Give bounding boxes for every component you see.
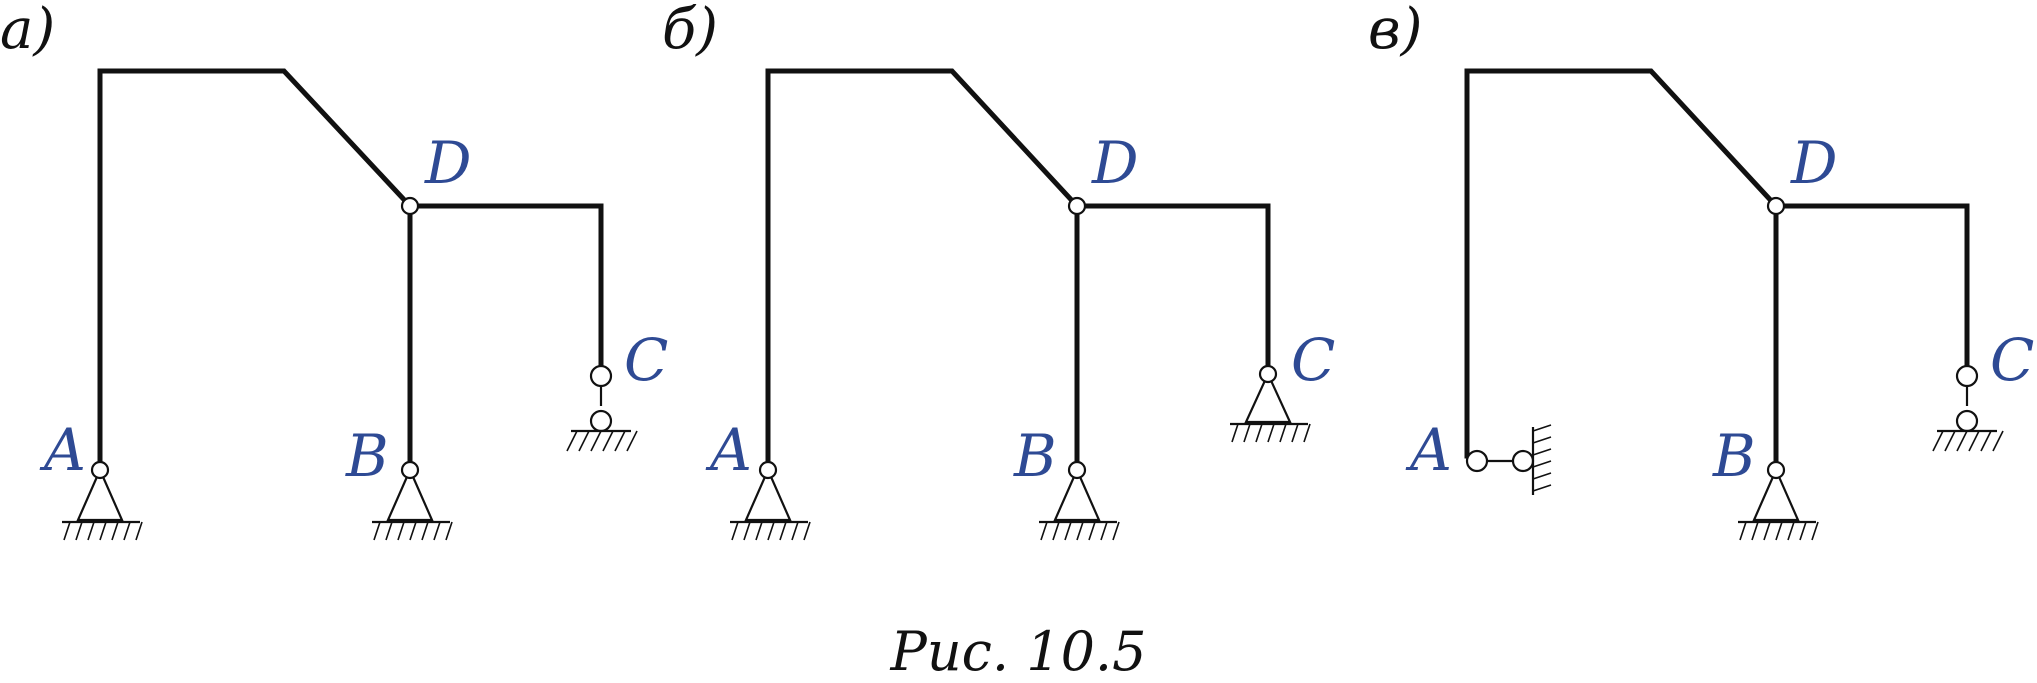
figure-caption: Рис. 10.5: [890, 620, 1147, 683]
node-d-label: D: [424, 129, 472, 197]
hinge-d: [400, 196, 420, 216]
hinge-d: [1766, 196, 1786, 216]
node-a-label: A: [39, 416, 86, 484]
node-c-label: C: [1291, 326, 1335, 394]
node-c-label: C: [1990, 326, 2034, 394]
node-d-label: D: [1091, 129, 1139, 197]
support-c: [566, 364, 638, 452]
panel-b: б): [662, 0, 1335, 541]
panel-a-label: а): [0, 0, 55, 62]
frame-members: [1464, 68, 1970, 471]
support-a: [730, 460, 811, 541]
frame-members: [765, 68, 1271, 471]
node-d-label: D: [1790, 129, 1838, 197]
support-c: [1932, 364, 2004, 452]
support-a: [62, 460, 143, 541]
panel-c: в): [1368, 0, 2034, 541]
support-c: [1230, 364, 1311, 443]
panel-a: а): [0, 0, 668, 541]
frame-members: [97, 68, 604, 471]
node-b-label: B: [1712, 422, 1756, 490]
support-b: [1738, 460, 1819, 541]
node-c-label: C: [624, 326, 668, 394]
panel-b-label: б): [662, 0, 718, 62]
support-b: [372, 460, 453, 541]
hinge-d: [1067, 196, 1087, 216]
node-b-label: B: [1013, 422, 1057, 490]
support-b: [1039, 460, 1120, 541]
node-a-label: A: [705, 416, 752, 484]
node-a-label: A: [1405, 416, 1452, 484]
node-b-label: B: [345, 422, 389, 490]
support-a: [1465, 424, 1552, 495]
panel-c-label: в): [1368, 0, 1422, 62]
